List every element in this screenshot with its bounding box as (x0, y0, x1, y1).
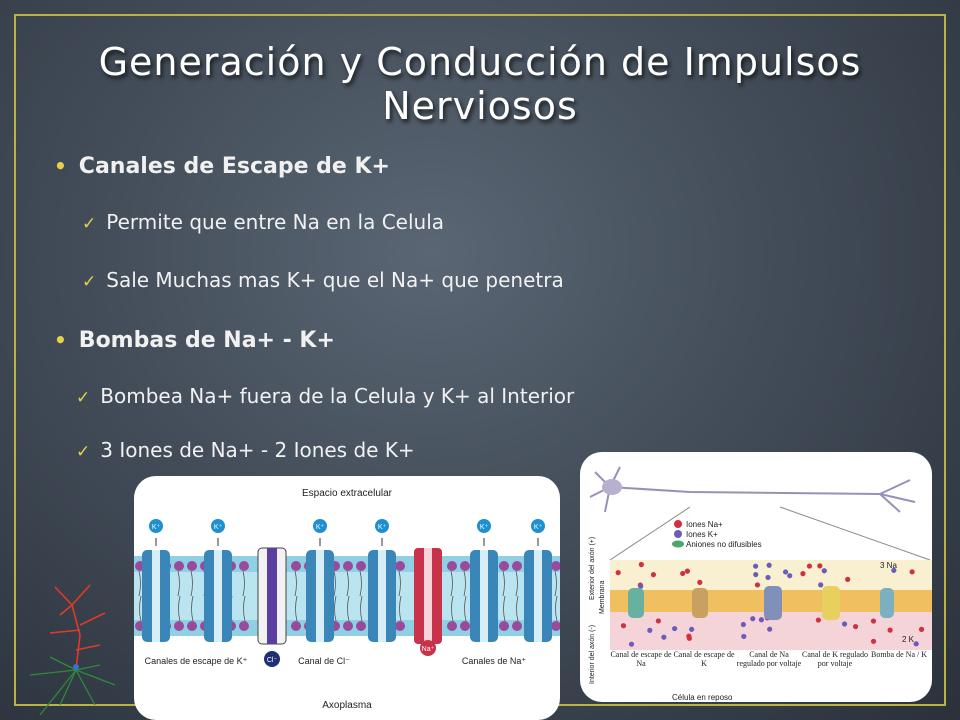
check-icon: ✓ (82, 272, 97, 292)
title-line-1: Generación y Conducción de Impulsos (98, 40, 862, 84)
axon-exterior-label: Exterior del axón (+) (589, 537, 596, 600)
extracellular-label: Espacio extracelular (302, 488, 393, 499)
sub-item: ✓Permite que entre Na en la Celula (82, 210, 445, 234)
k-channels-label: Canales de escape de K⁺ (145, 656, 248, 666)
neuron-sketch-image (29, 584, 116, 716)
state-label: Célula en reposo (672, 693, 733, 702)
svg-text:K⁺: K⁺ (480, 524, 489, 531)
svg-text:3 Na: 3 Na (880, 561, 897, 570)
check-icon: ✓ (82, 214, 97, 234)
svg-text:K⁺: K⁺ (316, 524, 325, 531)
axoplasm-label: Axoplasma (322, 700, 372, 711)
cl-channel-label: Canal de Cl⁻ (298, 656, 350, 666)
caption-na-escape: Canal de escape de Na (610, 650, 672, 668)
neuron-channel-diagram: Iones Na+ Iones K+ Aniones no difusibles… (589, 466, 932, 702)
na-channels-label: Canales de Na⁺ (462, 656, 527, 666)
bullet-na-k-pump: •Bombas de Na+ - K+ (54, 328, 335, 353)
check-icon: ✓ (76, 442, 91, 462)
svg-text:Cl⁻: Cl⁻ (267, 657, 278, 664)
caption-pump: Bomba de Na / K (871, 650, 927, 659)
bullet-dot-icon: • (54, 328, 67, 352)
membrane-diagram: Espacio extracelular K⁺ K⁺ K⁺ K⁺ K⁺ K⁺ Cl⁻ Na… (134, 488, 560, 711)
sub-item: ✓3 Iones de Na+ - 2 Iones de K+ (76, 438, 415, 462)
membrane-label: Membrana (599, 580, 606, 614)
check-icon: ✓ (76, 388, 91, 408)
svg-text:Na⁺: Na⁺ (422, 646, 435, 653)
svg-text:K⁺: K⁺ (152, 524, 161, 531)
legend-na: Iones Na+ (686, 520, 723, 529)
slide-title: Generación y Conducción de Impulsos Nerv… (60, 40, 900, 128)
sub-item: ✓Sale Muchas mas K+ que el Na+ que penet… (82, 268, 564, 292)
svg-text:K⁺: K⁺ (378, 524, 387, 531)
legend-k: Iones K+ (686, 530, 718, 539)
caption-na-voltage: Canal de Na regulado por voltaje (736, 650, 802, 668)
bullet-k-escape: •Canales de Escape de K+ (54, 154, 390, 179)
membrane-diagram-panel: Espacio extracelular K⁺ K⁺ K⁺ K⁺ K⁺ K⁺ Cl⁻ Na… (134, 476, 560, 720)
bullet-dot-icon: • (54, 154, 67, 178)
na-ion-icon (420, 640, 436, 656)
caption-k-voltage: Canal de K regulado por voltaje (802, 650, 868, 668)
svg-text:2 K: 2 K (902, 635, 915, 644)
cl-ion-icon (264, 651, 280, 667)
title-line-2: Nerviosos (382, 84, 578, 128)
svg-text:K⁺: K⁺ (534, 524, 543, 531)
sub-item: ✓Bombea Na+ fuera de la Celula y K+ al I… (76, 384, 575, 408)
caption-k-escape: Canal de escape de K (673, 650, 735, 668)
svg-text:K⁺: K⁺ (214, 524, 223, 531)
neuron-channel-panel: Iones Na+ Iones K+ Aniones no difusibles… (580, 452, 932, 702)
legend-anions: Aniones no difusibles (686, 540, 762, 549)
axon-interior-label: Interior del axón (-) (589, 625, 596, 684)
